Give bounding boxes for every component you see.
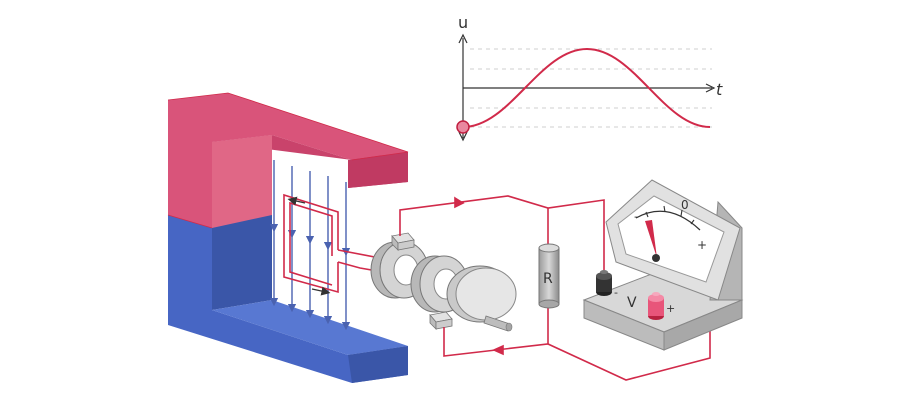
magnet-south-end-face <box>348 346 408 383</box>
voltage-time-graph: u t <box>456 13 723 142</box>
voltmeter-dial <box>617 195 725 283</box>
current-direction-arrow <box>287 196 306 206</box>
graph-x-axis-label: t <box>716 80 723 99</box>
voltmeter-unit-label: V <box>627 295 637 311</box>
magnet-south-pole-face <box>212 300 408 355</box>
graph-y-axis-arrow <box>458 33 468 44</box>
graph-x-axis-arrow <box>705 83 716 93</box>
voltmeter-scale-plus: + <box>697 238 707 252</box>
graph-y-axis-down-arrow <box>458 131 468 142</box>
coil-loop <box>283 193 339 294</box>
voltmeter-needle <box>645 220 657 258</box>
voltage-curve <box>462 47 711 128</box>
wire-top-from-brush <box>399 195 605 272</box>
brush-top <box>391 232 415 251</box>
voltmeter-scale-arc <box>635 210 701 231</box>
magnet-north-pole-face <box>348 152 408 188</box>
voltmeter-base-side <box>663 299 743 351</box>
current-direction-arrow <box>311 286 331 296</box>
resistor-label: R <box>543 271 553 287</box>
magnet-north-front <box>168 93 408 228</box>
axle-disc <box>446 265 517 332</box>
voltmeter-scale-minus: - <box>634 210 638 223</box>
magnet-south-front <box>168 215 408 383</box>
voltmeter-terminal-minus <box>596 270 612 296</box>
current-arrow-bottom <box>492 344 504 356</box>
voltmeter-terminal-minus-label: - <box>614 286 618 299</box>
resistor: R <box>538 243 560 309</box>
magnet-south-inner-face <box>212 215 272 310</box>
voltmeter-needle-pivot <box>652 254 660 262</box>
voltmeter-terminal-plus <box>648 292 664 320</box>
graph-y-axis-label: u <box>458 13 468 32</box>
voltmeter-scale-ticks <box>645 205 695 225</box>
slip-ring-first <box>370 241 429 299</box>
slip-rings <box>370 232 517 332</box>
voltmeter-terminal-plus-label: + <box>666 302 675 315</box>
voltmeter-scale-zero: 0 <box>681 198 689 212</box>
current-arrow-top <box>454 196 465 209</box>
horseshoe-magnet <box>167 92 409 383</box>
voltmeter: - 0 + V - + <box>582 179 744 351</box>
coil-loop-inner <box>289 201 333 286</box>
curve-start-point <box>456 120 470 134</box>
brush-bottom <box>429 311 453 330</box>
magnet-north-inner-face <box>212 135 272 228</box>
